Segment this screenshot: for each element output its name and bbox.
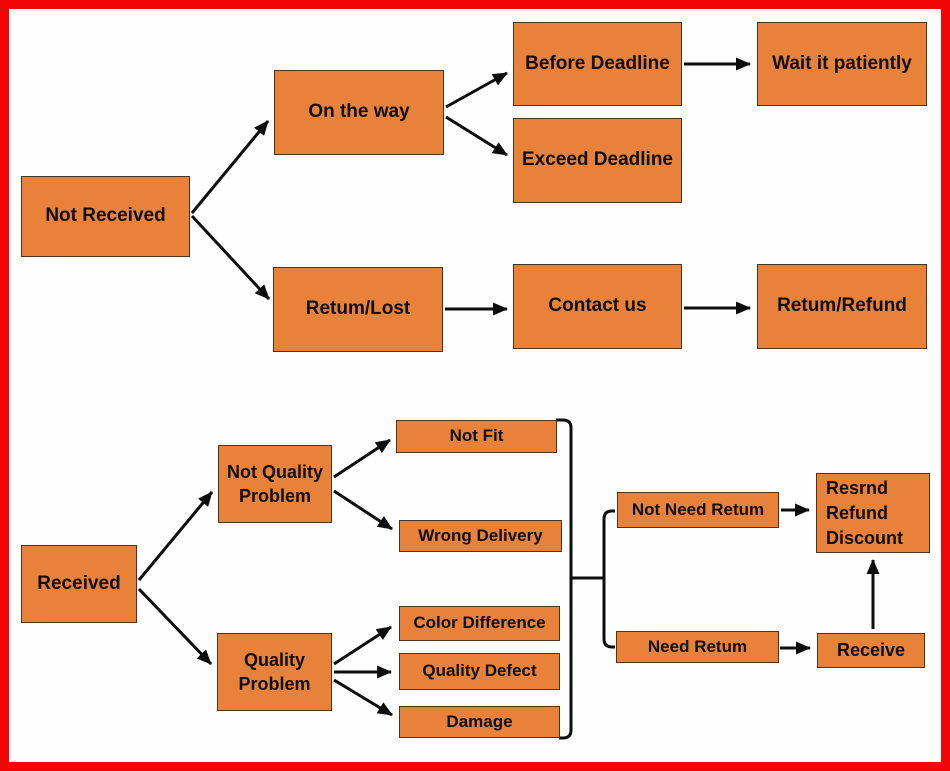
node-retum-lost: Retum/Lost: [273, 267, 443, 352]
arrow-received-to-quality-problem: [137, 587, 213, 666]
node-receive: Receive: [817, 633, 925, 668]
node-contact-us: Contact us: [513, 264, 682, 349]
arrow-not-received-to-retum-lost: [190, 214, 271, 301]
arrow-not-received-to-on-the-way: [190, 120, 270, 214]
node-need-retum: Need Retum: [616, 631, 779, 663]
node-not-received: Not Received: [21, 176, 190, 257]
bracket-collector-line: [556, 418, 573, 740]
branch-to-need-retum-line: [602, 578, 615, 649]
node-exceed-deadline: Exceed Deadline: [513, 118, 682, 203]
arrow-not-quality-problem-to-wrong-delivery: [333, 489, 393, 531]
arrow-on-the-way-to-before-deadline: [445, 71, 508, 109]
arrow-quality-problem-to-damage: [333, 678, 393, 717]
arrow-not-quality-problem-to-not-fit: [333, 438, 391, 479]
node-not-quality-problem: Not Quality Problem: [218, 445, 332, 523]
node-wrong-delivery: Wrong Delivery: [399, 520, 562, 552]
node-retum-refund: Retum/Refund: [757, 264, 927, 349]
node-on-the-way: On the way: [274, 70, 444, 155]
node-received: Received: [21, 545, 137, 623]
node-not-fit: Not Fit: [396, 420, 557, 453]
node-wait-it-patiently: Wait it patiently: [757, 22, 927, 106]
node-damage: Damage: [399, 706, 560, 738]
arrow-on-the-way-to-exceed-deadline: [445, 115, 508, 157]
arrow-received-to-not-quality-problem: [137, 491, 214, 581]
node-not-need-retum: Not Need Retum: [617, 492, 779, 528]
arrow-quality-problem-to-color-difference: [333, 625, 392, 666]
node-before-deadline: Before Deadline: [513, 22, 682, 106]
branch-to-not-need-retum-line: [602, 509, 615, 578]
node-quality-problem: Quality Problem: [217, 633, 332, 711]
node-quality-defect: Quality Defect: [399, 653, 560, 690]
node-color-difference: Color Difference: [399, 606, 560, 641]
node-resrnd-refund-discount: Resrnd Refund Discount: [816, 473, 930, 553]
